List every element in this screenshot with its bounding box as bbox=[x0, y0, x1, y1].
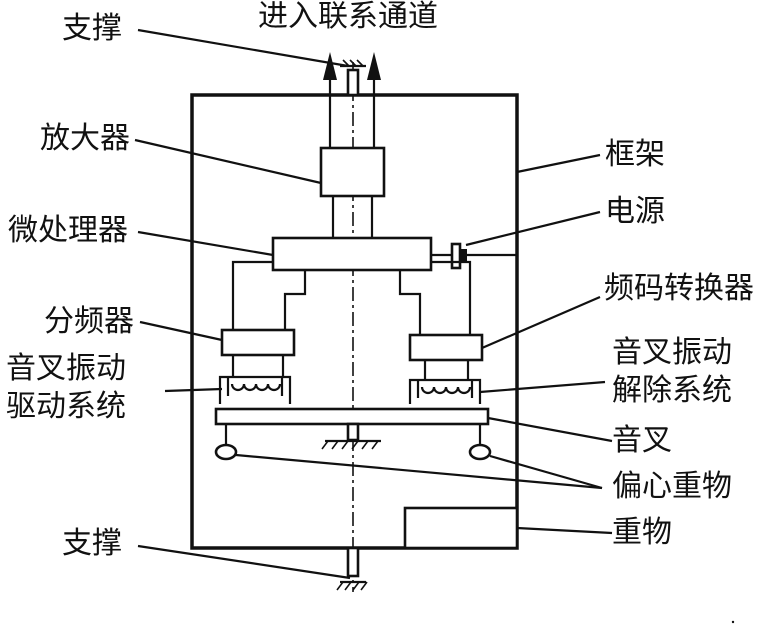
leader-lines bbox=[134, 28, 613, 580]
bottom-support bbox=[336, 546, 368, 591]
output-arrows bbox=[323, 52, 381, 148]
tuning-fork-bar bbox=[214, 407, 490, 426]
drive-coil bbox=[218, 355, 292, 404]
right-stepped-support bbox=[398, 260, 472, 335]
weight-box bbox=[403, 506, 519, 550]
left-stepped-support bbox=[231, 260, 307, 330]
power-source bbox=[431, 242, 517, 270]
label-weight: 重物 bbox=[612, 515, 672, 550]
converter-box bbox=[408, 333, 484, 362]
label-support-bottom: 支撑 bbox=[62, 526, 122, 561]
label-eccentric-weight: 偏心重物 bbox=[612, 469, 732, 504]
label-fork-drive-2: 驱动系统 bbox=[6, 389, 126, 424]
label-top-channel: 进入联系通道 bbox=[258, 0, 438, 34]
label-support-top: 支撑 bbox=[62, 11, 122, 46]
divider-box bbox=[220, 328, 296, 357]
label-microprocessor: 微处理器 bbox=[8, 213, 128, 248]
label-frame: 框架 bbox=[605, 137, 665, 172]
label-fork-drive-1: 音叉振动 bbox=[6, 351, 126, 386]
release-coil bbox=[408, 360, 482, 404]
label-power: 电源 bbox=[605, 194, 665, 229]
fork-stem bbox=[321, 422, 381, 450]
label-converter: 频码转换器 bbox=[604, 271, 754, 306]
amplifier-box bbox=[319, 146, 386, 198]
label-tuning-fork: 音叉 bbox=[612, 423, 672, 458]
label-fork-release-1: 音叉振动 bbox=[612, 335, 732, 370]
label-amplifier: 放大器 bbox=[40, 121, 130, 156]
eccentric-weights bbox=[214, 424, 492, 461]
microprocessor-box bbox=[271, 236, 433, 272]
label-divider: 分频器 bbox=[44, 304, 134, 339]
label-fork-release-2: 解除系统 bbox=[612, 373, 732, 408]
